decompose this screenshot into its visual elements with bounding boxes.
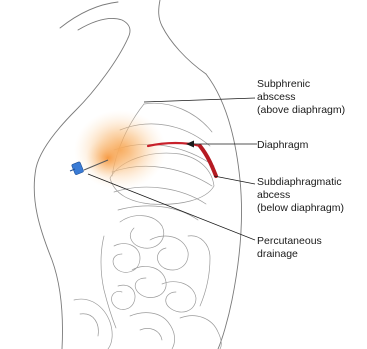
subdiaphragmatic-leader [214, 176, 255, 184]
label-subdiaphragmatic: Subdiaphragmatic abcess (below diaphragm… [257, 176, 344, 214]
back-outline [206, 74, 242, 349]
head-neck-outline [159, 0, 206, 74]
svg-text:(above diaphragm): (above diaphragm) [257, 104, 345, 116]
pelvis [74, 299, 221, 349]
label-drainage: Percutaneous drainage [257, 235, 322, 260]
arrow-left-icon [186, 141, 194, 148]
svg-text:Subdiaphragmatic: Subdiaphragmatic [257, 176, 342, 188]
intestines [101, 216, 210, 328]
svg-text:(below diaphragm): (below diaphragm) [257, 202, 344, 214]
svg-text:Diaphragm: Diaphragm [257, 139, 309, 151]
svg-text:Percutaneous: Percutaneous [257, 235, 322, 247]
drainage-leader [88, 174, 255, 240]
svg-text:abcess: abcess [257, 189, 290, 201]
subphrenic-abscess [74, 110, 166, 190]
label-subphrenic: Subphrenic abscess (above diaphragm) [257, 78, 345, 116]
upper-arm-outline [78, 18, 130, 38]
svg-text:drainage: drainage [257, 248, 298, 260]
label-diaphragm: Diaphragm [257, 139, 309, 151]
svg-text:Subphrenic: Subphrenic [257, 78, 310, 90]
svg-text:abscess: abscess [257, 91, 296, 103]
subdiaphragmatic-abscess-mark [200, 146, 216, 176]
chest-outline [34, 38, 128, 349]
subphrenic-leader [144, 98, 255, 102]
